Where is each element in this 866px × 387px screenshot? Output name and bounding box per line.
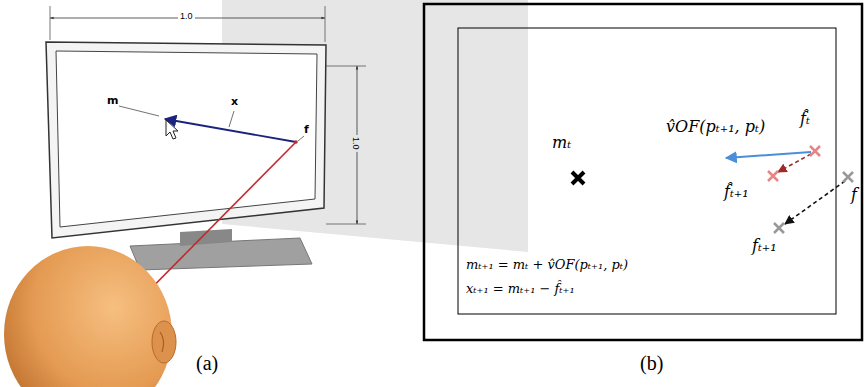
vector-label: x [231,96,238,109]
subfigure-label: (a) [196,352,218,375]
math-label: v̂OF(pₜ₊₁, pₜ) [666,118,765,136]
dimension-label: 1.0 [351,135,361,152]
ear [152,321,176,363]
fixation-marker [774,223,784,233]
screen-frame [458,28,836,314]
panel-frame [424,4,862,340]
equation: xₜ₊₁ = mₜ₊₁ − f̂ₜ₊₁ [466,282,575,297]
dimension-label: 1.0 [178,11,195,21]
mouse-marker [572,172,584,184]
mouse-cursor [166,120,178,139]
equation: mₜ₊₁ = mₜ + v̂OF(pₜ₊₁, pₜ) [466,258,628,273]
leader-line [298,136,304,141]
leader-line [229,111,234,127]
monitor-screen [56,51,317,227]
math-label: f [851,186,857,204]
math-label: fₜ₊₁ [752,237,777,255]
leader-line [119,106,159,116]
monitor-stand [180,229,232,246]
estimate-marker [810,146,820,156]
fixation-marker [843,172,853,182]
flow-vector [726,152,811,158]
point-label: f [304,124,309,137]
true-motion [785,181,845,224]
estimate-marker [768,171,778,181]
head [4,246,172,387]
math-label: f̂ₜ [800,110,810,128]
math-label: mₜ [552,134,571,152]
monitor-bezel [46,42,326,238]
estimated-motion [778,154,811,172]
math-label: f̂ₜ₊₁ [724,183,749,201]
subfigure-label: (b) [640,352,663,375]
point-label: m [107,95,118,108]
